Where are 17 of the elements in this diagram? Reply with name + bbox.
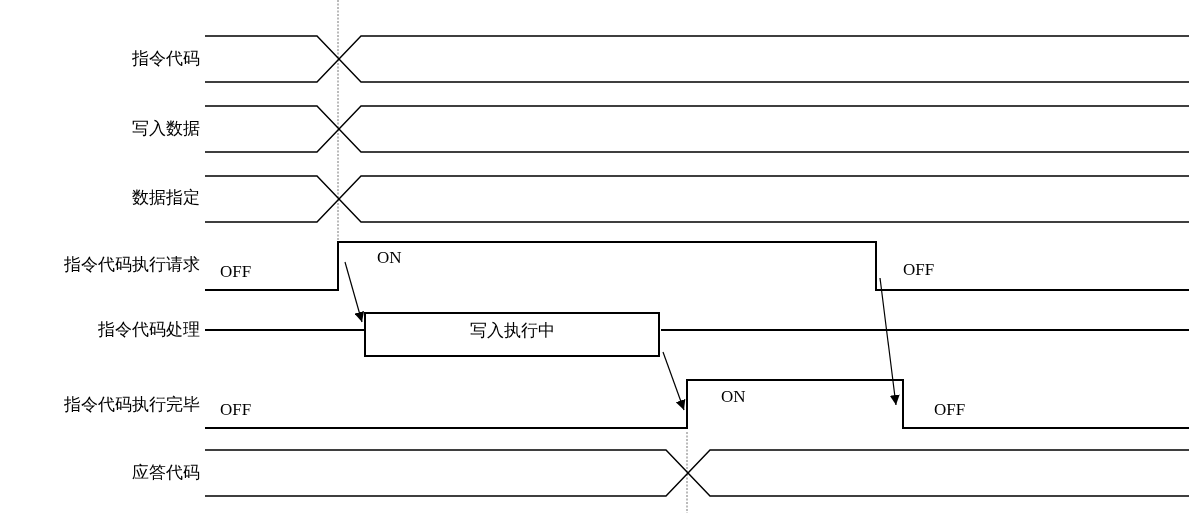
state-label: ON [721,387,746,407]
state-label: OFF [220,400,252,420]
box-label: 写入执行中 [469,321,555,341]
state-label: OFF [934,400,966,420]
signal-name: 写入数据 [132,119,200,139]
arrow [662,351,686,411]
signal-name: 数据指定 [132,188,200,208]
signal-name: 指令代码 [132,49,200,69]
state-label: OFF [220,262,252,282]
arrow [879,277,900,406]
state-label: OFF [903,260,935,280]
signal-name: 指令代码处理 [98,320,200,340]
arrow [344,261,365,323]
signal-name: 应答代码 [132,463,200,483]
state-label: ON [377,248,402,268]
signal-name: 指令代码执行请求 [64,255,200,275]
signal-name: 指令代码执行完毕 [64,395,200,415]
